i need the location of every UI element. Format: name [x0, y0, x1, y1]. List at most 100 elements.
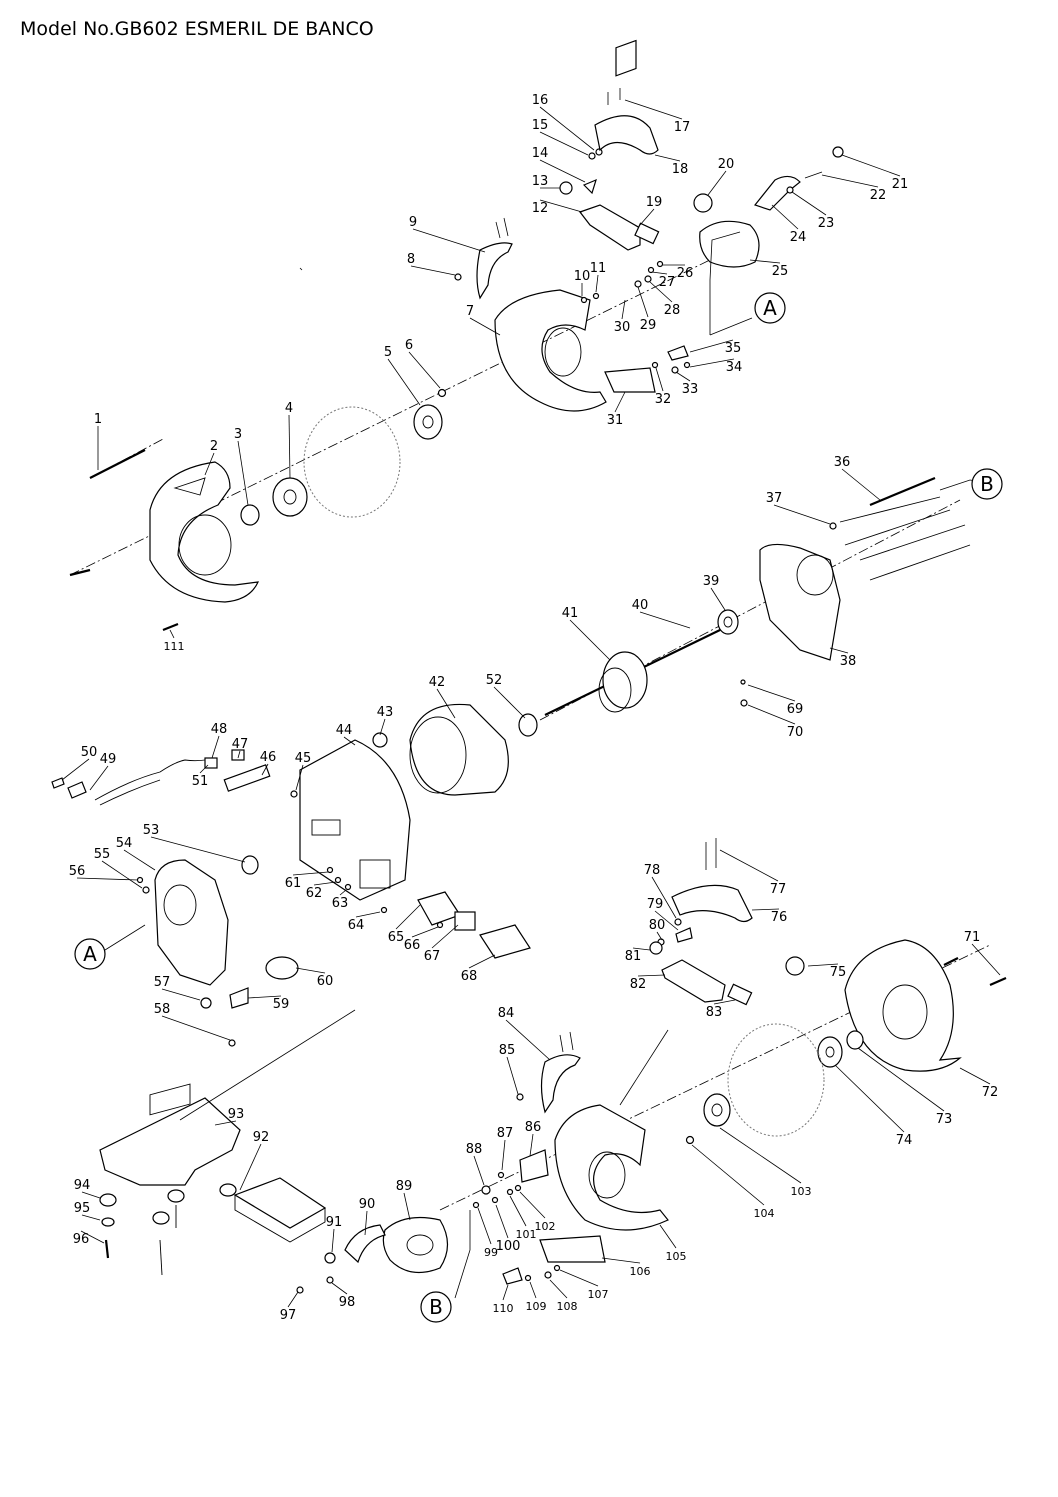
leader-31	[614, 391, 626, 413]
callout-103: 103	[791, 1185, 812, 1198]
callout-63: 63	[332, 896, 349, 911]
callout-57: 57	[154, 975, 171, 990]
callout-98: 98	[339, 1295, 356, 1310]
callout-21: 21	[892, 177, 909, 192]
callout-38: 38	[840, 654, 857, 669]
leader-11	[595, 274, 599, 293]
part-45-screw	[290, 790, 298, 798]
part-53-washer	[241, 855, 259, 875]
part-67-switch	[454, 911, 476, 931]
callout-67: 67	[424, 949, 441, 964]
part-24-arm	[753, 175, 801, 211]
part-57-nut	[200, 997, 212, 1009]
leader-106	[601, 1257, 641, 1264]
part-22-screw	[804, 171, 823, 179]
callout-6: 6	[405, 338, 413, 353]
callout-14: 14	[532, 146, 549, 161]
part-69-spacer	[740, 679, 746, 685]
leader-73	[857, 1047, 945, 1112]
callout-111: 111	[164, 640, 185, 653]
part-15-screw	[588, 152, 596, 160]
leader-96	[80, 1230, 105, 1244]
part-97-screw	[296, 1286, 304, 1294]
part-10-nut	[580, 296, 588, 304]
leader-97	[287, 1291, 299, 1308]
leader-102	[519, 1191, 546, 1219]
part-99-washer	[472, 1201, 480, 1209]
callout-89: 89	[396, 1179, 413, 1194]
part-109-washer	[524, 1274, 532, 1282]
part-27-washer	[647, 266, 655, 274]
part-93-base-plate	[99, 1097, 241, 1186]
part-98-washer	[326, 1276, 334, 1284]
callout-95: 95	[74, 1201, 91, 1216]
part-5-flange	[413, 404, 443, 440]
part-79-clip	[675, 927, 693, 943]
leader-90	[364, 1210, 368, 1236]
part-50-pin	[51, 777, 65, 789]
part-29-nut	[634, 280, 642, 288]
leader-68	[468, 954, 496, 969]
part-12-bracket	[579, 204, 641, 251]
leader-52	[493, 686, 526, 719]
callout-44: 44	[336, 723, 353, 738]
callout-100: 100	[496, 1239, 521, 1254]
part-100-nut	[491, 1196, 499, 1204]
part-95-washer	[101, 1217, 115, 1227]
callout-99: 99	[484, 1246, 498, 1259]
leader-46	[261, 763, 269, 776]
svg-text:B: B	[429, 1295, 443, 1319]
part-104-nut	[685, 1135, 695, 1145]
part-23-washer	[786, 186, 794, 194]
callout-81: 81	[625, 949, 642, 964]
part-41-armature	[602, 651, 648, 709]
leader-53	[150, 836, 246, 863]
callout-4: 4	[285, 401, 293, 416]
reference-marker-a-top: A	[754, 292, 786, 324]
part-2-outer-guard	[149, 461, 259, 603]
leader-48	[211, 735, 220, 759]
reference-marker-b-bottom: B	[420, 1291, 452, 1323]
leader-27	[651, 271, 668, 275]
page-title: Model No.GB602 ESMERIL DE BANCO	[20, 18, 374, 40]
leader-58	[161, 1015, 231, 1041]
part-3-bushing	[240, 504, 260, 526]
callout-11: 11	[590, 261, 607, 276]
leader-17	[624, 99, 683, 120]
part-33-nut	[671, 366, 679, 374]
callout-108: 108	[557, 1300, 578, 1313]
callout-46: 46	[260, 750, 277, 765]
leader-107	[559, 1269, 599, 1287]
leader-34	[689, 358, 735, 368]
part-35-knob	[667, 345, 689, 361]
callout-107: 107	[588, 1288, 609, 1301]
leader-93	[214, 1120, 237, 1126]
callout-106: 106	[630, 1265, 651, 1278]
leader-70	[747, 704, 796, 725]
callout-87: 87	[497, 1126, 514, 1141]
reference-marker-b-top: B	[971, 468, 1003, 500]
leader-88	[473, 1155, 485, 1186]
part-18-eye-shield	[594, 115, 659, 155]
callout-30: 30	[614, 320, 631, 335]
part-48-cord	[94, 757, 216, 801]
callout-35: 35	[725, 341, 742, 356]
leader-28	[649, 281, 673, 303]
leader-47	[237, 750, 241, 759]
part-70-nut	[740, 699, 748, 707]
leader-25	[749, 259, 781, 264]
part-56-screw	[136, 876, 144, 884]
leader-7	[469, 317, 501, 336]
leader-15	[539, 131, 589, 156]
callout-68: 68	[461, 969, 478, 984]
part-94-foot	[99, 1193, 117, 1207]
leader-83	[713, 999, 736, 1005]
leader-38	[829, 647, 849, 654]
part-14-clip	[582, 178, 597, 195]
callout-91: 91	[326, 1215, 343, 1230]
leader-64	[355, 911, 381, 918]
part-76-eye-shield	[671, 884, 753, 923]
callout-48: 48	[211, 722, 228, 737]
leader-21	[841, 154, 901, 177]
